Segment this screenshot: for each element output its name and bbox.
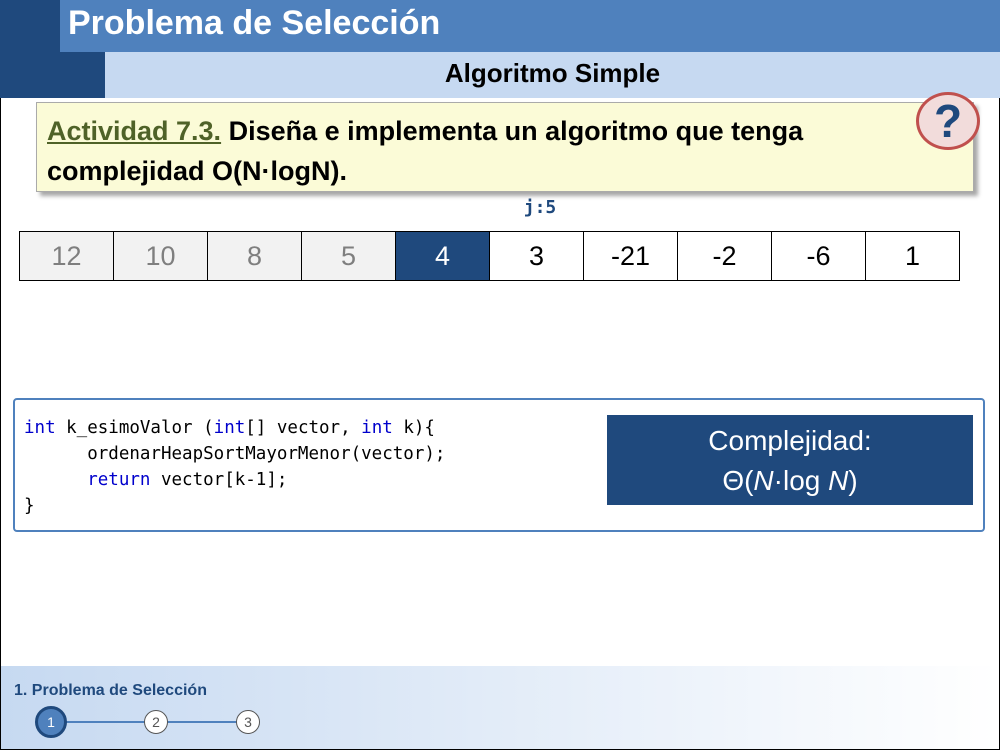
subtitle-accent xyxy=(0,52,105,98)
array-cell: 3 xyxy=(489,232,583,280)
code-keyword: return xyxy=(87,470,151,490)
complexity-label: Complejidad: xyxy=(708,425,872,456)
step-3[interactable]: 3 xyxy=(236,710,260,734)
code-block: int k_esimoValor (int[] vector, int k){ … xyxy=(24,415,445,519)
code-text: k_esimoValor ( xyxy=(55,418,214,438)
title-accent xyxy=(0,0,60,52)
array-cell: -6 xyxy=(771,232,865,280)
code-text: [] vector, xyxy=(245,418,362,438)
code-text: k){ xyxy=(392,418,435,438)
step-2[interactable]: 2 xyxy=(144,710,168,734)
code-line: ordenarHeapSortMayorMenor(vector); xyxy=(24,444,446,464)
step-1[interactable]: 1 xyxy=(35,706,67,738)
array-cell: 1 xyxy=(865,232,959,280)
activity-description: Diseña e implementa un algoritmo que ten… xyxy=(47,116,804,186)
array-cell: 8 xyxy=(207,232,301,280)
activity-box: Actividad 7.3. Diseña e implementa un al… xyxy=(36,102,974,192)
complexity-value: Θ(N·log N) xyxy=(722,465,858,496)
footer-section-title: 1. Problema de Selección xyxy=(14,682,207,699)
code-keyword: int xyxy=(24,418,56,438)
code-keyword: int xyxy=(213,418,246,438)
slide-subtitle: Algoritmo Simple xyxy=(444,58,661,88)
array-cell-current: 4 xyxy=(395,232,489,280)
title-bar xyxy=(60,0,1000,52)
activity-label[interactable]: Actividad 7.3. xyxy=(47,116,222,146)
array-cell: -21 xyxy=(583,232,677,280)
code-indent xyxy=(24,470,87,490)
code-keyword: int xyxy=(361,418,393,438)
code-text: vector[k-1]; xyxy=(150,470,288,490)
array-row: 12 10 8 5 4 3 -21 -2 -6 1 xyxy=(19,231,960,281)
array-cell: -2 xyxy=(677,232,771,280)
array-cell: 5 xyxy=(301,232,395,280)
array-cell: 10 xyxy=(113,232,207,280)
code-line: } xyxy=(24,496,35,516)
complexity-box: Complejidad: Θ(N·log N) xyxy=(607,415,973,505)
slide-title: Problema de Selección xyxy=(68,4,441,42)
help-question-icon[interactable]: ? xyxy=(916,92,980,150)
subtitle-bar xyxy=(105,52,1000,98)
footer-bar xyxy=(1,666,999,749)
activity-text: Actividad 7.3. Diseña e implementa un al… xyxy=(47,111,963,191)
index-label: j:5 xyxy=(523,197,557,218)
code-box xyxy=(13,398,985,532)
array-cell: 12 xyxy=(20,232,113,280)
